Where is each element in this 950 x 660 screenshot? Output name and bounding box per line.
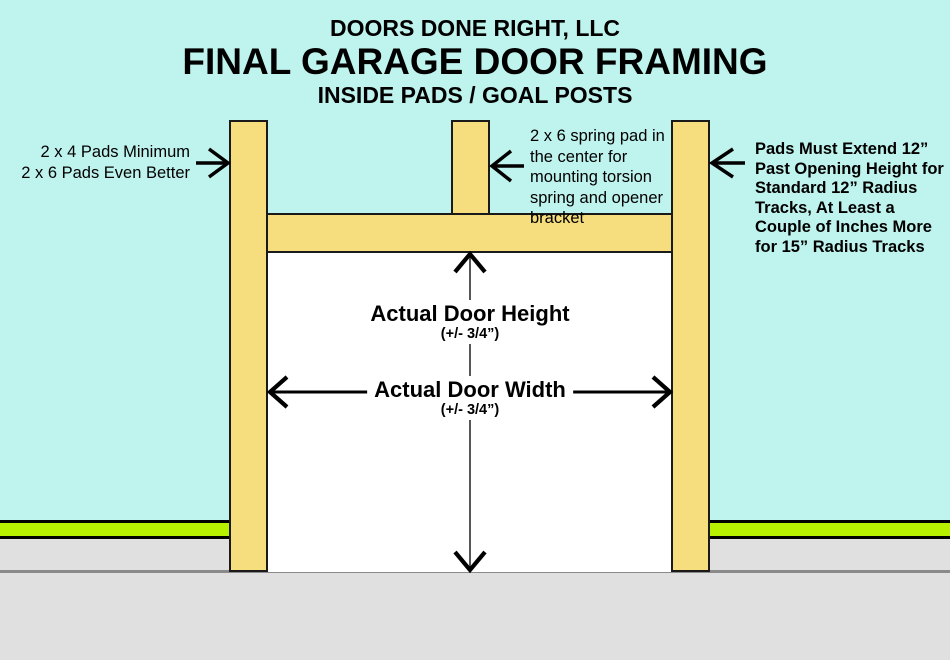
left-note-arrow: [196, 147, 231, 179]
door-height-label-group: Actual Door Height (+/- 3/4”): [363, 300, 577, 344]
door-width-label-group: Actual Door Width (+/- 3/4”): [367, 376, 573, 420]
door-height-tolerance: (+/- 3/4”): [440, 326, 500, 342]
right-note-arrow: [708, 147, 745, 179]
right-pads-note: Pads Must Extend 12” Past Opening Height…: [755, 140, 944, 256]
company-name: DOORS DONE RIGHT, LLC: [329, 15, 621, 41]
door-height-label: Actual Door Height: [370, 301, 570, 326]
left-pads-note: 2 x 4 Pads Minimum 2 x 6 Pads Even Bette…: [21, 143, 190, 182]
center-spring-pad: [451, 120, 490, 215]
page-title: FINAL GARAGE DOOR FRAMING: [182, 41, 768, 82]
page-subtitle: INSIDE PADS / GOAL POSTS: [317, 82, 633, 108]
right-goal-post-pad: [671, 120, 710, 572]
door-width-label: Actual Door Width: [374, 377, 566, 402]
title-block: DOORS DONE RIGHT, LLC FINAL GARAGE DOOR …: [0, 15, 950, 109]
door-width-tolerance: (+/- 3/4”): [440, 402, 500, 418]
center-spring-pad-note: 2 x 6 spring pad in the center for mount…: [530, 127, 665, 227]
left-goal-post-pad: [229, 120, 268, 572]
center-note-arrow: [489, 149, 524, 183]
